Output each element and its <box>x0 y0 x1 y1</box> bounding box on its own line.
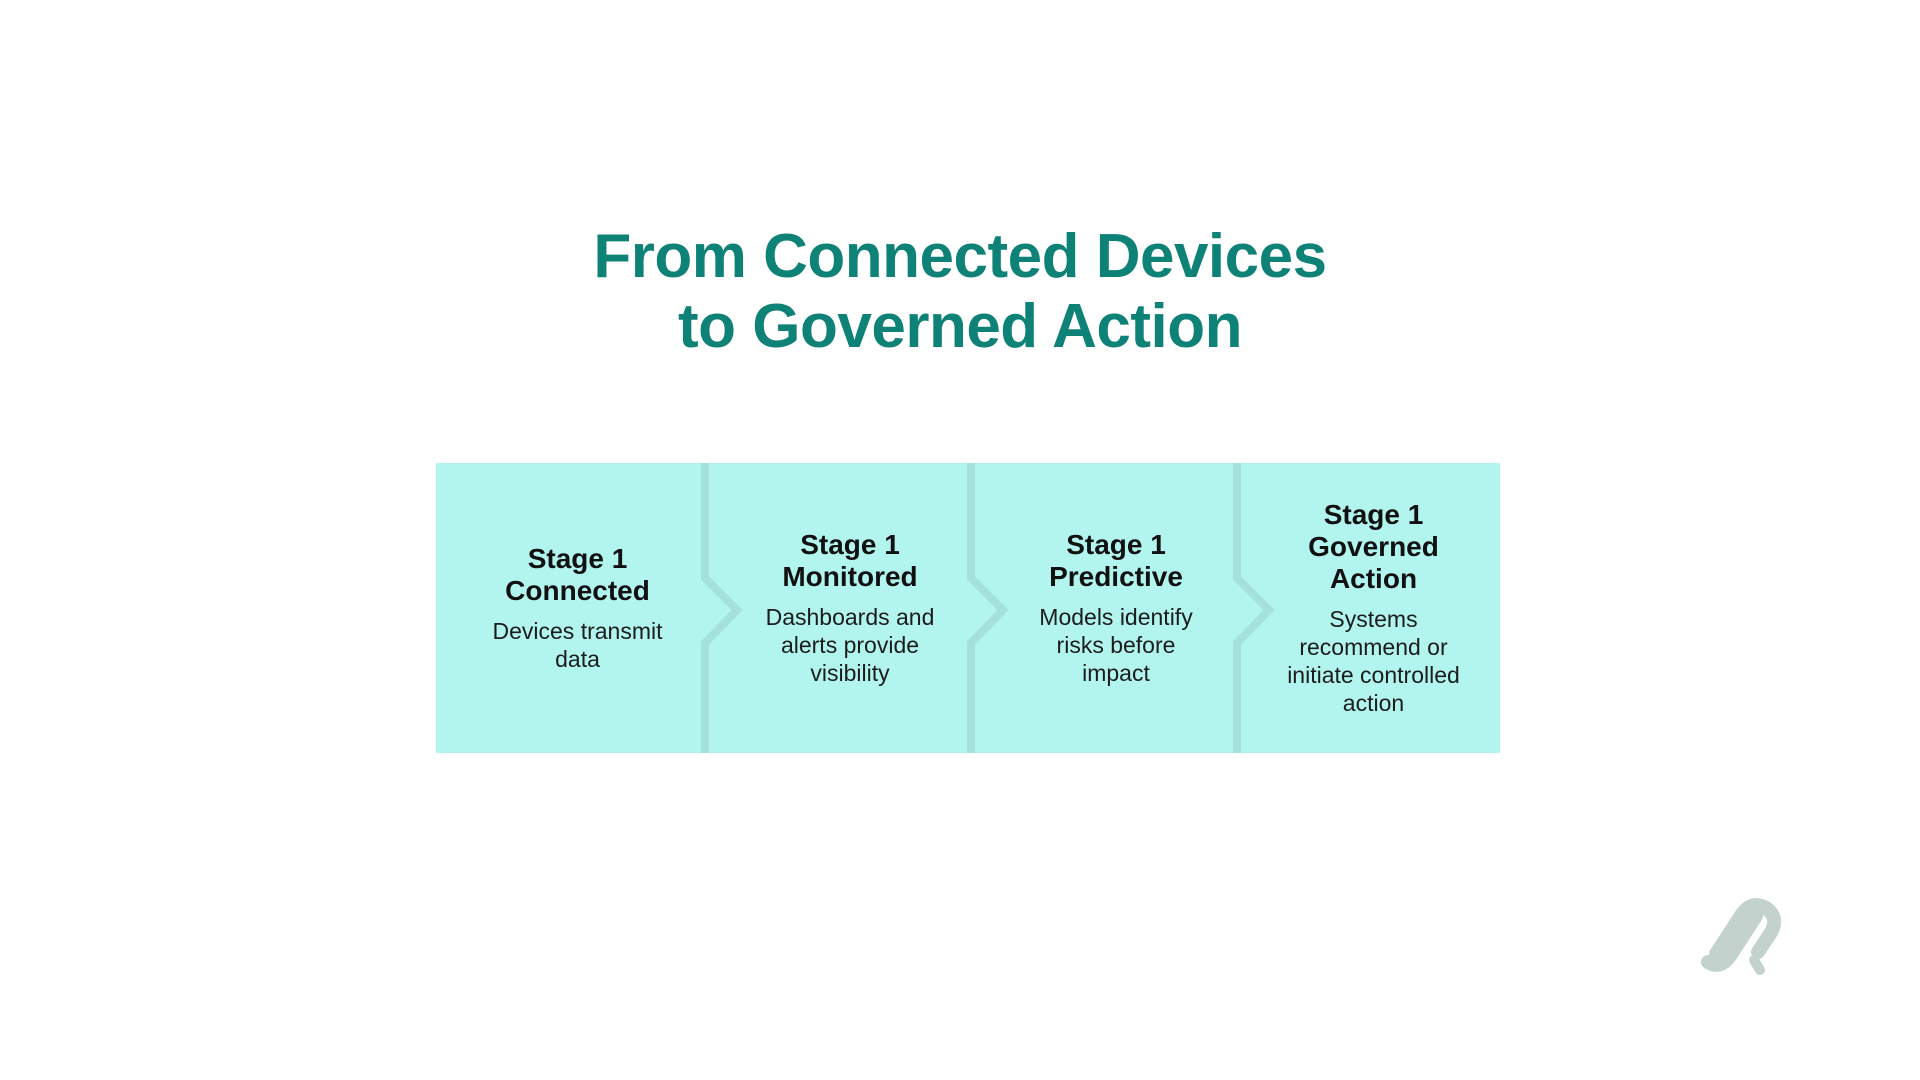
stage-name: Monitored <box>782 561 918 592</box>
stage-description: Systems recommend or initiate controlled… <box>1287 605 1460 717</box>
stage-description: Devices transmit data <box>493 617 663 673</box>
divider-chevron-1 <box>701 463 743 753</box>
stage-name: Action <box>1329 563 1418 594</box>
stage-label: Stage 1 <box>1066 529 1166 560</box>
brand-link-icon <box>1700 890 1790 980</box>
stage-desc-line: Dashboards and <box>765 604 935 630</box>
stage-name: Predictive <box>1049 561 1183 592</box>
stage-label: Stage 1 <box>527 543 628 574</box>
title-line-2: to Governed Action <box>678 292 1242 361</box>
divider-chevron-3 <box>1233 463 1275 753</box>
stage-desc-line: recommend or <box>1299 634 1448 660</box>
stage-desc-line: Models identify <box>1039 604 1193 630</box>
stage-title: Stage 1 Predictive <box>1049 529 1183 593</box>
stage-desc-line: impact <box>1082 660 1150 686</box>
stage-label: Stage 1 <box>1323 499 1424 530</box>
stage-description: Dashboards and alerts provide visibility <box>766 603 935 687</box>
stage-process-flow: Stage 1 Connected Devices transmit data … <box>436 463 1500 753</box>
stage-desc-line: visibility <box>810 660 890 686</box>
stage-governed-action: Stage 1 Governed Action Systems recommen… <box>1247 463 1500 753</box>
divider-chevron-2 <box>967 463 1009 753</box>
stage-name: Governed <box>1308 531 1439 562</box>
stage-title: Stage 1 Connected <box>505 543 650 607</box>
stage-title: Stage 1 Governed Action <box>1308 499 1439 595</box>
stage-desc-line: action <box>1342 690 1405 716</box>
stage-desc-line: Devices transmit <box>492 618 663 644</box>
stage-desc-line: alerts provide <box>780 632 920 658</box>
stage-predictive: Stage 1 Predictive Models identify risks… <box>981 463 1251 753</box>
stage-label: Stage 1 <box>800 529 900 560</box>
stage-connected: Stage 1 Connected Devices transmit data <box>436 463 719 753</box>
stage-desc-line: risks before <box>1056 632 1176 658</box>
stage-name: Connected <box>505 575 650 606</box>
stage-monitored: Stage 1 Monitored Dashboards and alerts … <box>715 463 985 753</box>
stage-desc-line: data <box>555 646 600 672</box>
stage-desc-line: initiate controlled <box>1287 662 1460 688</box>
stage-title: Stage 1 Monitored <box>782 529 917 593</box>
diagram-title: From Connected Devices to Governed Actio… <box>0 222 1920 362</box>
title-line-1: From Connected Devices <box>593 222 1327 291</box>
stage-desc-line: Systems <box>1329 606 1418 632</box>
process-background <box>436 463 1500 753</box>
stage-description: Models identify risks before impact <box>1039 603 1192 687</box>
